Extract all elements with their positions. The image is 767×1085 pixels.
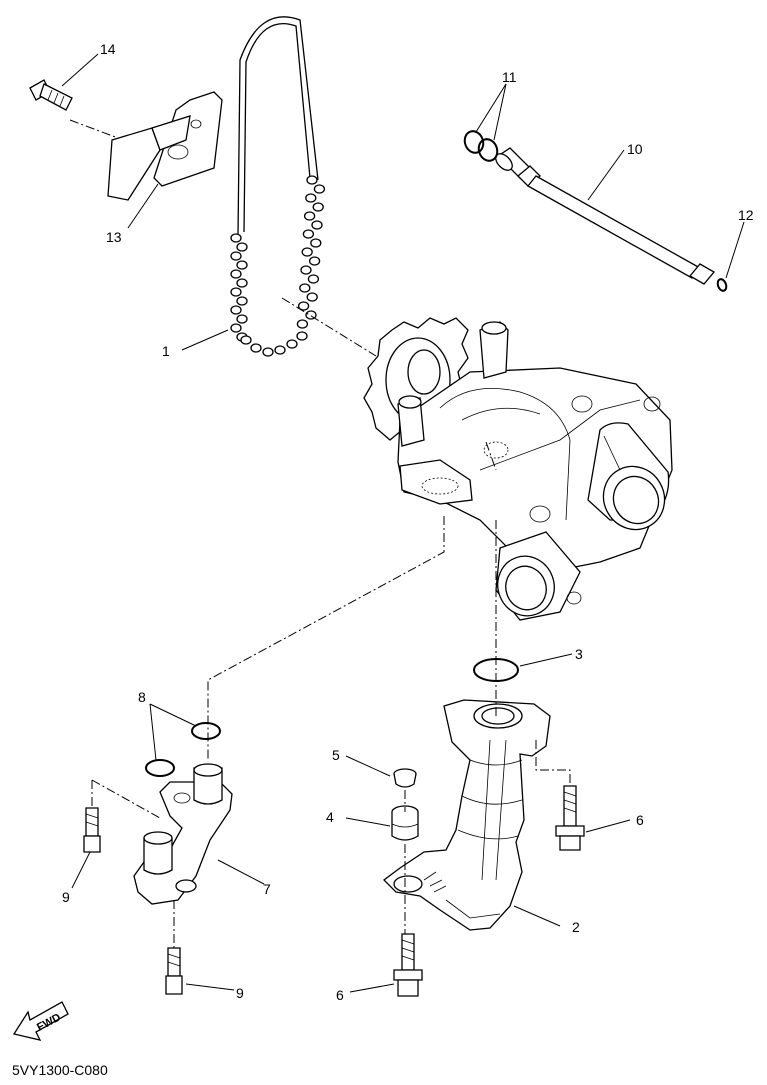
callout-9-upper: 9 [62, 889, 70, 905]
diagram-code: 5VY1300-C080 [12, 1062, 108, 1078]
chain-link [240, 335, 252, 345]
leader-lines [61, 53, 745, 993]
part-10-oil-pipe [495, 147, 715, 285]
chain-link [236, 242, 248, 252]
callout-3: 3 [575, 646, 583, 662]
chain-link [306, 175, 318, 185]
chain-link [262, 347, 274, 357]
chain-link [230, 305, 242, 315]
part-14-bolt [29, 79, 73, 111]
chain-link [297, 301, 310, 311]
part-12-o-ring [716, 278, 728, 292]
chain-link [308, 256, 321, 266]
callout-7: 7 [263, 881, 271, 897]
chain-link [250, 343, 262, 353]
chain-link [301, 247, 313, 257]
part-1-drive-chain [230, 16, 326, 357]
callout-9-lower: 9 [236, 985, 244, 1001]
part-6-bolt-lower [393, 933, 423, 997]
part-2-strainer-pipe [383, 699, 551, 931]
part-6-bolt-upper [555, 785, 585, 851]
chain-link [307, 274, 320, 284]
callout-12: 12 [738, 207, 754, 223]
callout-11: 11 [502, 69, 517, 85]
chain-link [230, 251, 242, 261]
chain-link [236, 314, 248, 324]
chain-link [312, 202, 324, 212]
part-13-chain-guide [107, 91, 223, 201]
chain-link [303, 211, 316, 221]
callouts: 14 13 1 11 10 12 3 8 5 4 6 7 9 2 9 6 [62, 41, 754, 1003]
callout-13: 13 [106, 229, 122, 245]
chain-link [230, 287, 242, 297]
callout-14: 14 [100, 41, 116, 57]
chain-link [236, 278, 248, 288]
callout-4: 4 [326, 809, 334, 825]
part-8-o-rings [145, 722, 221, 777]
part-9-bolt-lower [165, 947, 183, 995]
chain-link [311, 220, 323, 230]
oil-pump-assembly [363, 317, 673, 621]
callout-2: 2 [572, 919, 580, 935]
chain-link [230, 269, 242, 279]
chain-link [300, 265, 312, 275]
part-4-damper [391, 805, 419, 841]
callout-5: 5 [332, 747, 340, 763]
part-5-collar [393, 768, 417, 788]
fwd-arrow-icon: FWD [12, 1001, 69, 1041]
part-7-pipe-elbow [133, 763, 233, 905]
part-9-bolt-upper [83, 807, 101, 853]
callout-6-lower: 6 [336, 987, 344, 1003]
chain-link [299, 283, 311, 293]
part-11-o-rings [463, 130, 499, 162]
chain-link [302, 229, 315, 239]
callout-1: 1 [162, 343, 170, 359]
chain-link [230, 233, 242, 243]
chain-link [274, 345, 286, 355]
chain-link [296, 319, 309, 329]
chain-link [305, 193, 317, 203]
chain-link [286, 339, 298, 349]
callout-10: 10 [627, 141, 643, 157]
chain-link [230, 323, 242, 333]
chain-link [296, 331, 308, 341]
chain-link [306, 292, 318, 302]
callout-6-upper: 6 [636, 812, 644, 828]
chain-link [236, 296, 248, 306]
chain-link [313, 184, 326, 194]
callout-8: 8 [138, 689, 146, 705]
chain-link [236, 260, 248, 270]
chain-link [310, 238, 322, 248]
assembly-lines [69, 119, 571, 948]
